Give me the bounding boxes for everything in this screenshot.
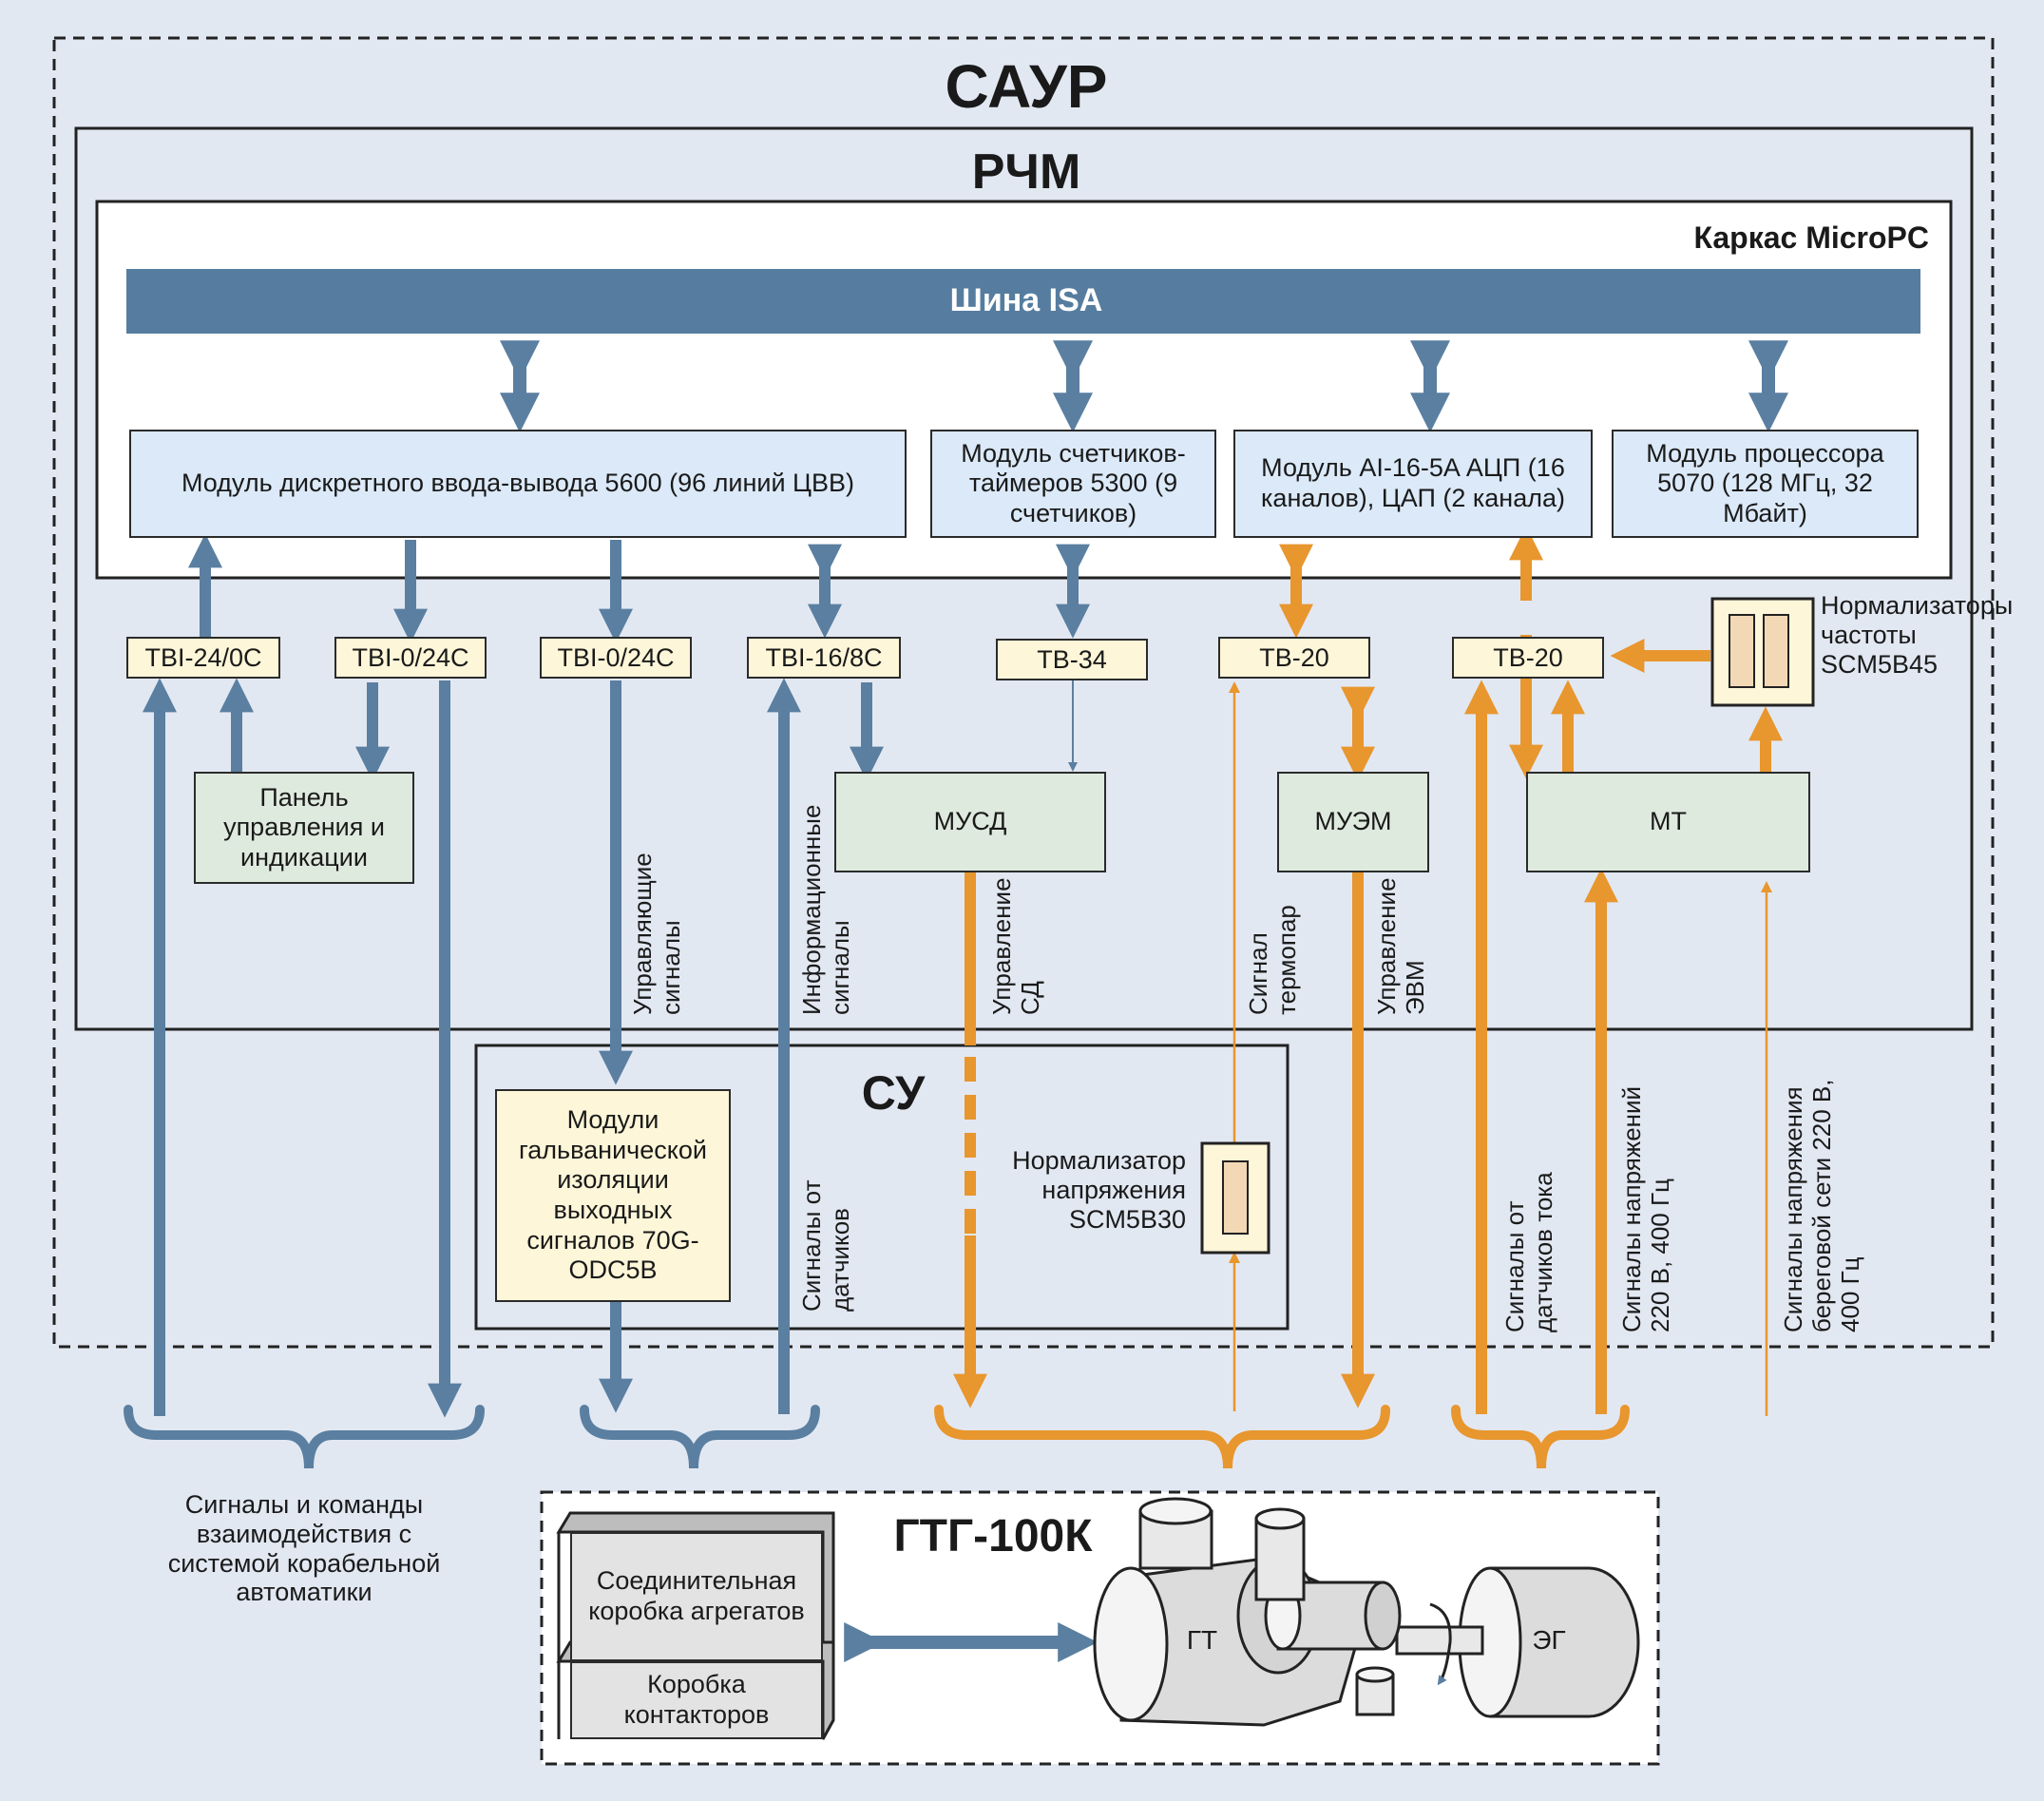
junction-box-label: Соединительная коробка агрегатов <box>588 1566 805 1625</box>
brace-su-blue <box>580 1405 820 1469</box>
terminal-tb-20-b: TB-20 <box>1452 637 1604 679</box>
signal-sensors-label: Сигналы от датчиков <box>797 1179 854 1312</box>
musd-unit: МУСД <box>834 772 1106 872</box>
control-panel-label: Панель управления и индикации <box>223 782 385 872</box>
brace-orange-main <box>934 1405 1390 1469</box>
contactor-box: Коробка контакторов <box>570 1661 823 1739</box>
su-title: СУ <box>861 1066 926 1120</box>
terminal-tbi-0-24c-b: TBI-0/24C <box>540 637 692 679</box>
signal-control-label: Управляющие сигналы <box>628 853 685 1015</box>
micropc-frame-label: Каркас MicroPC <box>1693 220 1929 255</box>
isolation-modules-label: Модули гальванической изоляции выходных … <box>519 1105 707 1285</box>
adc-module-label: Модуль AI-16-5A АЦП (16 каналов), ЦАП (2… <box>1261 453 1565 512</box>
gas-turbine-generator-drawing <box>1093 1497 1640 1727</box>
terminal-tbi-16-8c: TBI-16/8C <box>747 637 901 679</box>
counter-module: Модуль счетчиков-таймеров 5300 (9 счетчи… <box>930 430 1216 538</box>
signal-evm-control-label: Управление ЭВМ <box>1372 877 1429 1015</box>
dio-module: Модуль дискретного ввода-вывода 5600 (96… <box>129 430 907 538</box>
signal-current-label: Сигналы от датчиков тока <box>1500 1172 1557 1332</box>
interaction-label: Сигналы и команды взаимодействия с систе… <box>167 1490 441 1607</box>
musd-label: МУСД <box>933 807 1007 836</box>
gtg-title: ГТГ-100К <box>893 1511 1093 1562</box>
saur-frame <box>52 36 1995 1349</box>
terminal-tbi-0-24c-a: TBI-0/24C <box>334 637 487 679</box>
adc-module: Модуль AI-16-5A АЦП (16 каналов), ЦАП (2… <box>1233 430 1593 538</box>
junction-box: Соединительная коробка агрегатов <box>570 1532 823 1661</box>
cpu-module: Модуль процессора 5070 (128 МГц, 32 Мбай… <box>1612 430 1919 538</box>
isolation-modules: Модули гальванической изоляции выходных … <box>495 1089 731 1302</box>
control-panel: Панель управления и индикации <box>194 772 414 884</box>
eg-label: ЭГ <box>1532 1625 1566 1655</box>
volt-normalizer-label: Нормализатор напряжения SCM5B30 <box>1012 1146 1186 1234</box>
gt-label: ГТ <box>1186 1625 1218 1655</box>
dio-module-label: Модуль дискретного ввода-вывода 5600 (96… <box>181 469 855 498</box>
terminal-tb-20-a: TB-20 <box>1218 637 1370 679</box>
isa-bus <box>126 269 1920 334</box>
brace-interaction <box>124 1405 485 1469</box>
contactor-box-label: Коробка контакторов <box>623 1670 770 1729</box>
terminal-tb-34: TB-34 <box>996 639 1148 680</box>
counter-module-label: Модуль счетчиков-таймеров 5300 (9 счетчи… <box>961 438 1186 527</box>
signal-thermo-label: Сигнал термопар <box>1244 905 1301 1015</box>
signal-shore-label: Сигналы напряжения береговой сети 220 В,… <box>1779 1079 1864 1333</box>
brace-orange-right <box>1451 1405 1630 1469</box>
signal-sd-control-label: Управление СД <box>987 877 1044 1015</box>
mt-unit: МТ <box>1526 772 1810 872</box>
mt-label: МТ <box>1650 807 1687 836</box>
saur-title: САУР <box>945 52 1108 121</box>
terminal-tbi-24-0c: TBI-24/0C <box>126 637 280 679</box>
isa-bus-label: Шина ISA <box>949 282 1103 318</box>
freq-normalizer-label: Нормализаторы частоты SCM5B45 <box>1821 591 2014 679</box>
signal-info-label: Информационные сигналы <box>797 804 854 1015</box>
muem-label: МУЭМ <box>1314 807 1392 836</box>
signal-voltage-label: Сигналы напряжений 220 В, 400 Гц <box>1617 1085 1674 1332</box>
cpu-module-label: Модуль процессора 5070 (128 МГц, 32 Мбай… <box>1646 438 1884 527</box>
rchm-title: РЧМ <box>971 144 1081 200</box>
muem-unit: МУЭМ <box>1277 772 1429 872</box>
